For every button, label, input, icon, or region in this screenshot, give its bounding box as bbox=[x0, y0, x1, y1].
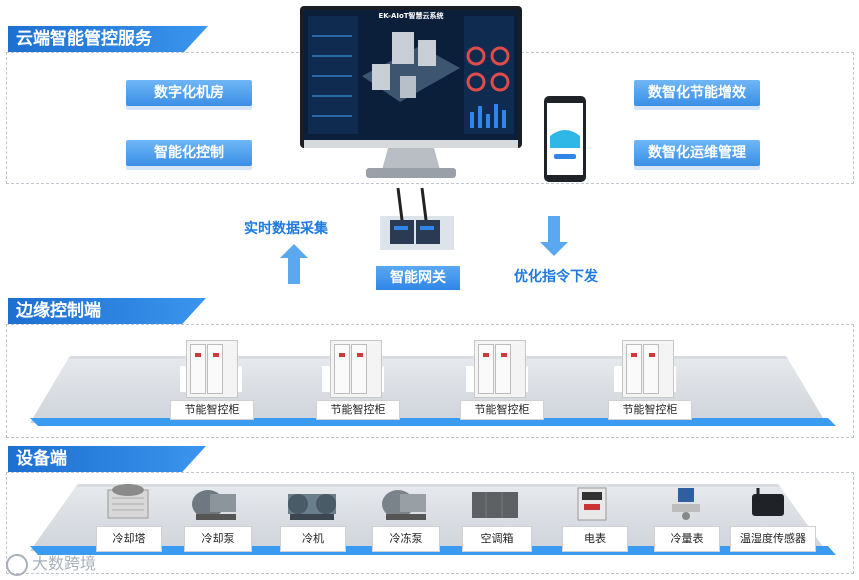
electric-meter-icon bbox=[576, 486, 608, 526]
energy-saving-button: 数智化节能增效 bbox=[634, 80, 760, 106]
phone bbox=[544, 96, 586, 182]
device-label: 冷机 bbox=[280, 526, 346, 552]
air-handler-icon bbox=[470, 490, 520, 524]
device-label: 空调箱 bbox=[462, 526, 532, 552]
watermark-logo-icon bbox=[6, 554, 28, 576]
device-label: 电表 bbox=[562, 526, 628, 552]
device-label: 冷却塔 bbox=[96, 526, 162, 552]
down-arrow-icon bbox=[540, 216, 568, 260]
realtime-collection-label: 实时数据采集 bbox=[244, 218, 328, 238]
instruction-delivery-label: 优化指令下发 bbox=[514, 266, 598, 286]
edge-platform bbox=[30, 356, 826, 423]
device-label: 冷量表 bbox=[654, 526, 720, 552]
monitor bbox=[300, 6, 522, 182]
edge-cabinet-label: 节能智控柜 bbox=[316, 400, 400, 420]
cooling-tower-icon bbox=[104, 480, 152, 524]
humidity-sensor-icon bbox=[748, 488, 788, 524]
digital-machine-room-button: 数字化机房 bbox=[126, 80, 252, 106]
device-section-title: 设备端 bbox=[8, 446, 206, 472]
gateway-label: 智能网关 bbox=[376, 266, 460, 290]
monitor-title: EK-AIoT智慧云系统 bbox=[364, 11, 458, 21]
gateway-device bbox=[376, 186, 458, 250]
device-label: 冷冻泵 bbox=[372, 526, 440, 552]
watermark: 大数跨境 bbox=[6, 552, 96, 576]
edge-cabinet-label: 节能智控柜 bbox=[170, 400, 254, 420]
device-label: 温湿度传感器 bbox=[730, 526, 816, 552]
chilled-water-pump-icon bbox=[380, 486, 430, 526]
watermark-text: 大数跨境 bbox=[32, 554, 96, 573]
ops-management-button: 数智化运维管理 bbox=[634, 140, 760, 166]
edge-platform-edge bbox=[30, 418, 836, 426]
chiller-icon bbox=[284, 486, 340, 526]
edge-cabinet-label: 节能智控柜 bbox=[460, 400, 544, 420]
edge-section-title: 边缘控制端 bbox=[8, 298, 206, 324]
cooling-pump-icon bbox=[190, 486, 240, 526]
cloud-section-title: 云端智能管控服务 bbox=[8, 26, 208, 52]
edge-cabinet-label: 节能智控柜 bbox=[608, 400, 692, 420]
heat-meter-icon bbox=[668, 486, 704, 526]
up-arrow-icon bbox=[280, 244, 308, 288]
device-label: 冷却泵 bbox=[184, 526, 252, 552]
smart-control-button: 智能化控制 bbox=[126, 140, 252, 166]
